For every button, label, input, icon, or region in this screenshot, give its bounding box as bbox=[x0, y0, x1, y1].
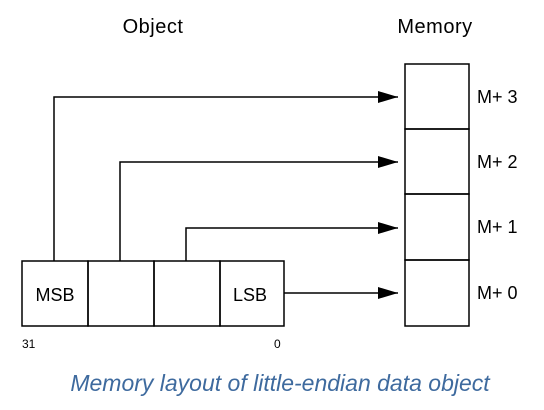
memory-cell-m3 bbox=[404, 63, 470, 130]
bit-label-31: 31 bbox=[22, 337, 36, 351]
address-label-m1: M+ 1 bbox=[477, 217, 518, 237]
address-label-m2: M+ 2 bbox=[477, 152, 518, 172]
object-word: MSB LSB bbox=[21, 260, 285, 327]
figure-caption: Memory layout of little-endian data obje… bbox=[70, 370, 491, 396]
object-byte-2 bbox=[87, 260, 155, 327]
memory-cell-m0 bbox=[404, 259, 470, 327]
lsb-label: LSB bbox=[233, 285, 267, 305]
address-label-m3: M+ 3 bbox=[477, 87, 518, 107]
address-label-m0: M+ 0 bbox=[477, 283, 518, 303]
memory-column bbox=[404, 63, 470, 327]
arrow-byte2-to-m2 bbox=[119, 156, 398, 261]
bit-label-0: 0 bbox=[274, 337, 281, 351]
msb-label: MSB bbox=[35, 285, 74, 305]
memory-cell-m2 bbox=[404, 128, 470, 195]
object-byte-1 bbox=[153, 260, 221, 327]
arrow-msb-to-m3 bbox=[53, 91, 398, 261]
memory-header: Memory bbox=[397, 16, 472, 38]
object-header: Object bbox=[123, 16, 184, 38]
arrow-byte1-to-m1 bbox=[185, 222, 398, 261]
memory-cell-m1 bbox=[404, 193, 470, 261]
